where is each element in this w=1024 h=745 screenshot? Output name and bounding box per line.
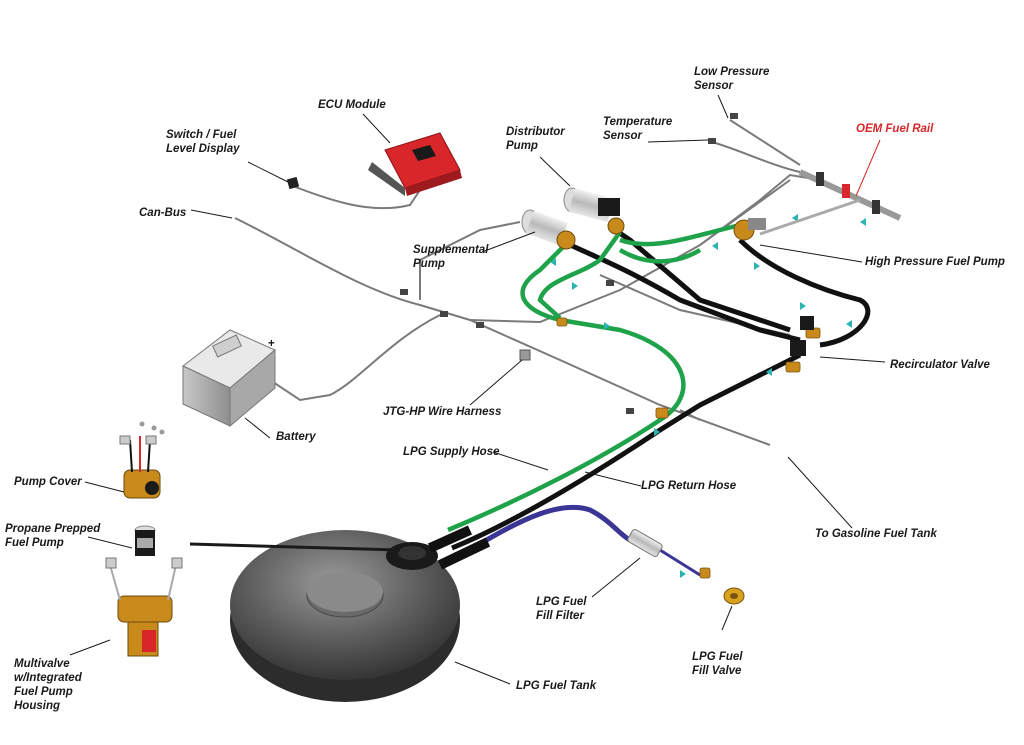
leader-lines <box>69 94 886 685</box>
label-can-bus: Can-Bus <box>139 207 187 219</box>
label-to-gasoline-fuel-tank: To Gasoline Fuel Tank <box>815 528 937 540</box>
supplemental-pump <box>521 209 576 250</box>
label-ecu-module: ECU Module <box>318 99 386 111</box>
distributor-pump <box>563 187 625 235</box>
lpg-supply-hose <box>447 222 741 533</box>
lpg-fuel-tank <box>189 525 491 702</box>
label-oem-fuel-rail: OEM Fuel Rail <box>856 123 934 135</box>
switch-display <box>286 176 300 190</box>
label-high-pressure-fuel-pump: High Pressure Fuel Pump <box>865 256 1005 268</box>
lpg-fuel-fill-valve <box>723 587 745 605</box>
flow-arrows <box>550 214 866 578</box>
label-lpg-return-hose: LPG Return Hose <box>641 480 737 492</box>
brass-fittings <box>556 317 821 579</box>
lpg-fuel-fill-filter <box>627 529 663 557</box>
wire-connectors <box>400 113 738 414</box>
propane-prepped-fuel-pump <box>134 525 156 556</box>
lpg-fill-hose <box>476 504 701 577</box>
pump-cover <box>119 421 165 499</box>
oem-fuel-rail <box>759 169 902 236</box>
high-pressure-fuel-pump <box>733 218 766 241</box>
label-recirculator-valve: Recirculator Valve <box>890 359 990 371</box>
label-lpg-fuel-tank: LPG Fuel Tank <box>516 680 597 692</box>
label-pump-cover: Pump Cover <box>14 476 82 488</box>
label-battery: Battery <box>276 431 316 443</box>
battery-plus-sign: + <box>268 338 275 350</box>
battery <box>182 329 276 428</box>
ecu-module <box>368 132 462 196</box>
recirculator-valve <box>790 316 814 356</box>
multivalve-housing <box>105 557 183 657</box>
label-jtg-hp-wire-harness: JTG-HP Wire Harness <box>383 406 502 418</box>
label-lpg-supply-hose: LPG Supply Hose <box>403 446 500 458</box>
